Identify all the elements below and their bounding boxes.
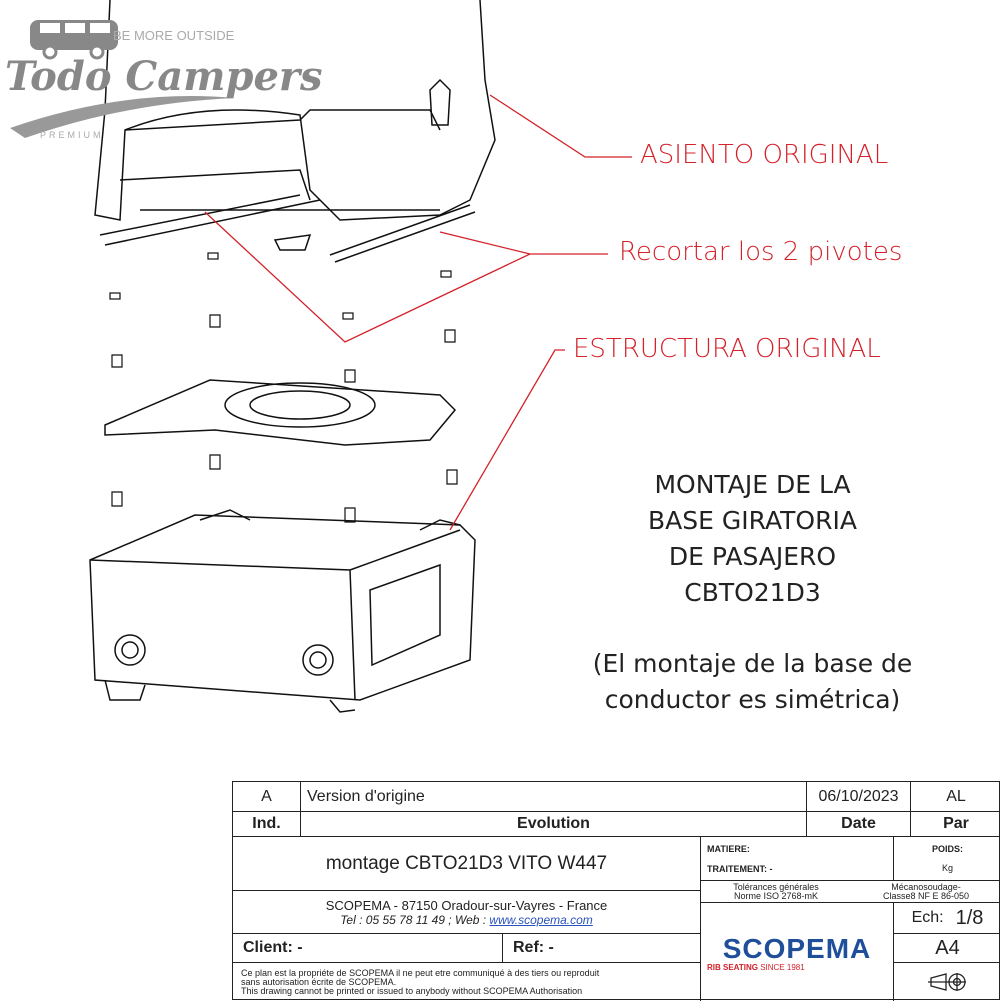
hdr-evolution: Evolution (301, 812, 807, 837)
exploded-assembly-drawing (89, 0, 632, 713)
symmetry-note: (El montaje de la base de conductor es s… (545, 646, 960, 718)
hdr-par: Par (911, 812, 1000, 837)
logo-tagline: BE MORE OUTSIDE (113, 28, 235, 43)
todo-campers-logo: BE MORE OUTSIDE Todo Campers PREMIUM (5, 8, 323, 148)
format-cell: A4 (894, 934, 1000, 963)
desc-line: CBTO21D3 (684, 578, 821, 607)
rev-ind: A (233, 782, 301, 812)
bolts (109, 252, 458, 523)
title-block: A Version d'origine 06/10/2023 AL Ind. E… (232, 781, 1000, 1001)
rev-evolution: Version d'origine (301, 782, 807, 812)
scale-cell: Ech: 1/8 (894, 903, 1000, 934)
hdr-date: Date (807, 812, 911, 837)
logo-sub: PREMIUM (40, 130, 104, 140)
label-estructura-original: ESTRUCTURA ORIGINAL (573, 334, 881, 364)
tel-label: Tel : (340, 912, 366, 927)
logo-sub: RIB SEATING (707, 962, 758, 972)
traitement-label: TRAITEMENT: - (707, 863, 773, 874)
base-structure (89, 509, 476, 713)
rev-par: AL (911, 782, 1000, 812)
seat-drawing (94, 0, 496, 263)
label-recortar-pivotes: Recortar los 2 pivotes (619, 237, 903, 267)
mecanosoudage: Mécanosoudage-Classe8 NF E 86-050 (851, 881, 1000, 903)
client-field: Client: - (233, 934, 503, 963)
note-line: (El montaje de la base de (592, 649, 913, 678)
leader-lines (204, 94, 632, 531)
label-asiento-original: ASIENTO ORIGINAL (640, 140, 889, 170)
assembly-description: MONTAJE DE LA BASE GIRATORIA DE PASAJERO… (545, 467, 960, 611)
legal-line: sans autorisation écrite de SCOPEMA. (241, 976, 397, 987)
swivel-plate (104, 379, 457, 446)
tol-line: Tolérances générales (733, 881, 819, 892)
tol-line: Norme ISO 2768-mK (733, 890, 819, 901)
scale-value: 1/8 (955, 906, 984, 929)
company-info: SCOPEMA - 87150 Oradour-sur-Vayres - Fra… (233, 891, 701, 934)
rev-date: 06/10/2023 (807, 782, 911, 812)
poids-label: POIDS: (931, 844, 963, 854)
web-label: Web : (454, 912, 490, 927)
drawing-title: montage CBTO21D3 VITO W447 (233, 837, 701, 891)
scale-label: Ech: (911, 909, 944, 926)
desc-line: DE PASAJERO (668, 542, 837, 571)
matiere-label: MATIERE: (707, 843, 750, 854)
logo-since: SINCE 1981 (757, 962, 805, 972)
legal-line: Ce plan est la propriéte de SCOPEMA il n… (241, 967, 600, 978)
logo-brand: Todo Campers (5, 53, 323, 100)
hdr-ind: Ind. (233, 812, 301, 837)
tel-value: 05 55 78 11 49 ; (365, 912, 455, 927)
matiere-cell: MATIERE: TRAITEMENT: - (701, 837, 894, 881)
desc-line: MONTAJE DE LA (654, 470, 851, 499)
poids-cell: POIDS: Kg (894, 837, 1000, 881)
meca-line: Classe8 NF E 86-050 (882, 890, 970, 901)
van-icon (10, 20, 235, 138)
desc-line: BASE GIRATORIA (648, 506, 857, 535)
note-line: conductor es simétrica) (604, 685, 901, 714)
projection-symbol-icon (894, 963, 1000, 1001)
legal-notice: Ce plan est la propriéte de SCOPEMA il n… (233, 963, 701, 1001)
scopema-logo: SCOPEMA RIB SEATING SINCE 1981 (701, 903, 894, 1001)
web-link[interactable]: www.scopema.com (489, 912, 593, 927)
meca-line: Mécanosoudage- (891, 881, 961, 892)
poids-unit: Kg (941, 863, 953, 873)
scopema-wordmark: SCOPEMA (722, 932, 872, 964)
ref-field: Ref: - (503, 934, 701, 963)
company-address: SCOPEMA - 87150 Oradour-sur-Vayres - Fra… (325, 897, 608, 913)
legal-line: This drawing cannot be printed or issued… (241, 985, 583, 996)
